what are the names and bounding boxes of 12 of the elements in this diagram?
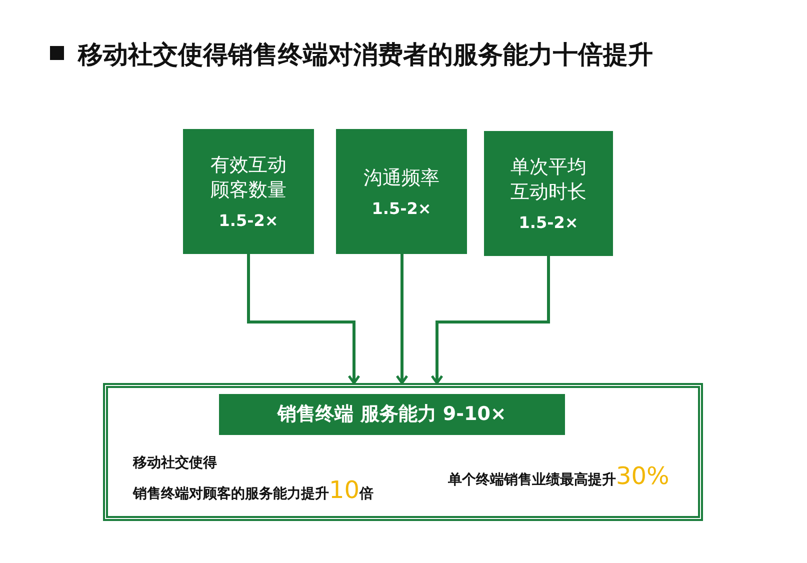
arrow bbox=[430, 256, 550, 384]
metric-box: 有效互动顾客数量 1.5-2× bbox=[183, 129, 314, 254]
result-text: 单个终端销售业绩最高提升30% bbox=[448, 462, 670, 490]
header-band: 销售终端 服务能力 9-10× bbox=[219, 394, 565, 435]
result-box bbox=[103, 383, 703, 521]
metric-box: 沟通频率 1.5-2× bbox=[336, 129, 467, 254]
result-text: 销售终端对顾客的服务能力提升10倍 bbox=[133, 476, 374, 504]
arrow bbox=[396, 254, 408, 384]
title: 移动社交使得销售终端对消费者的服务能力十倍提升 bbox=[78, 39, 653, 71]
arrow bbox=[247, 254, 360, 384]
metric-box: 单次平均互动时长 1.5-2× bbox=[484, 131, 613, 256]
result-text: 移动社交使得 bbox=[133, 454, 217, 472]
